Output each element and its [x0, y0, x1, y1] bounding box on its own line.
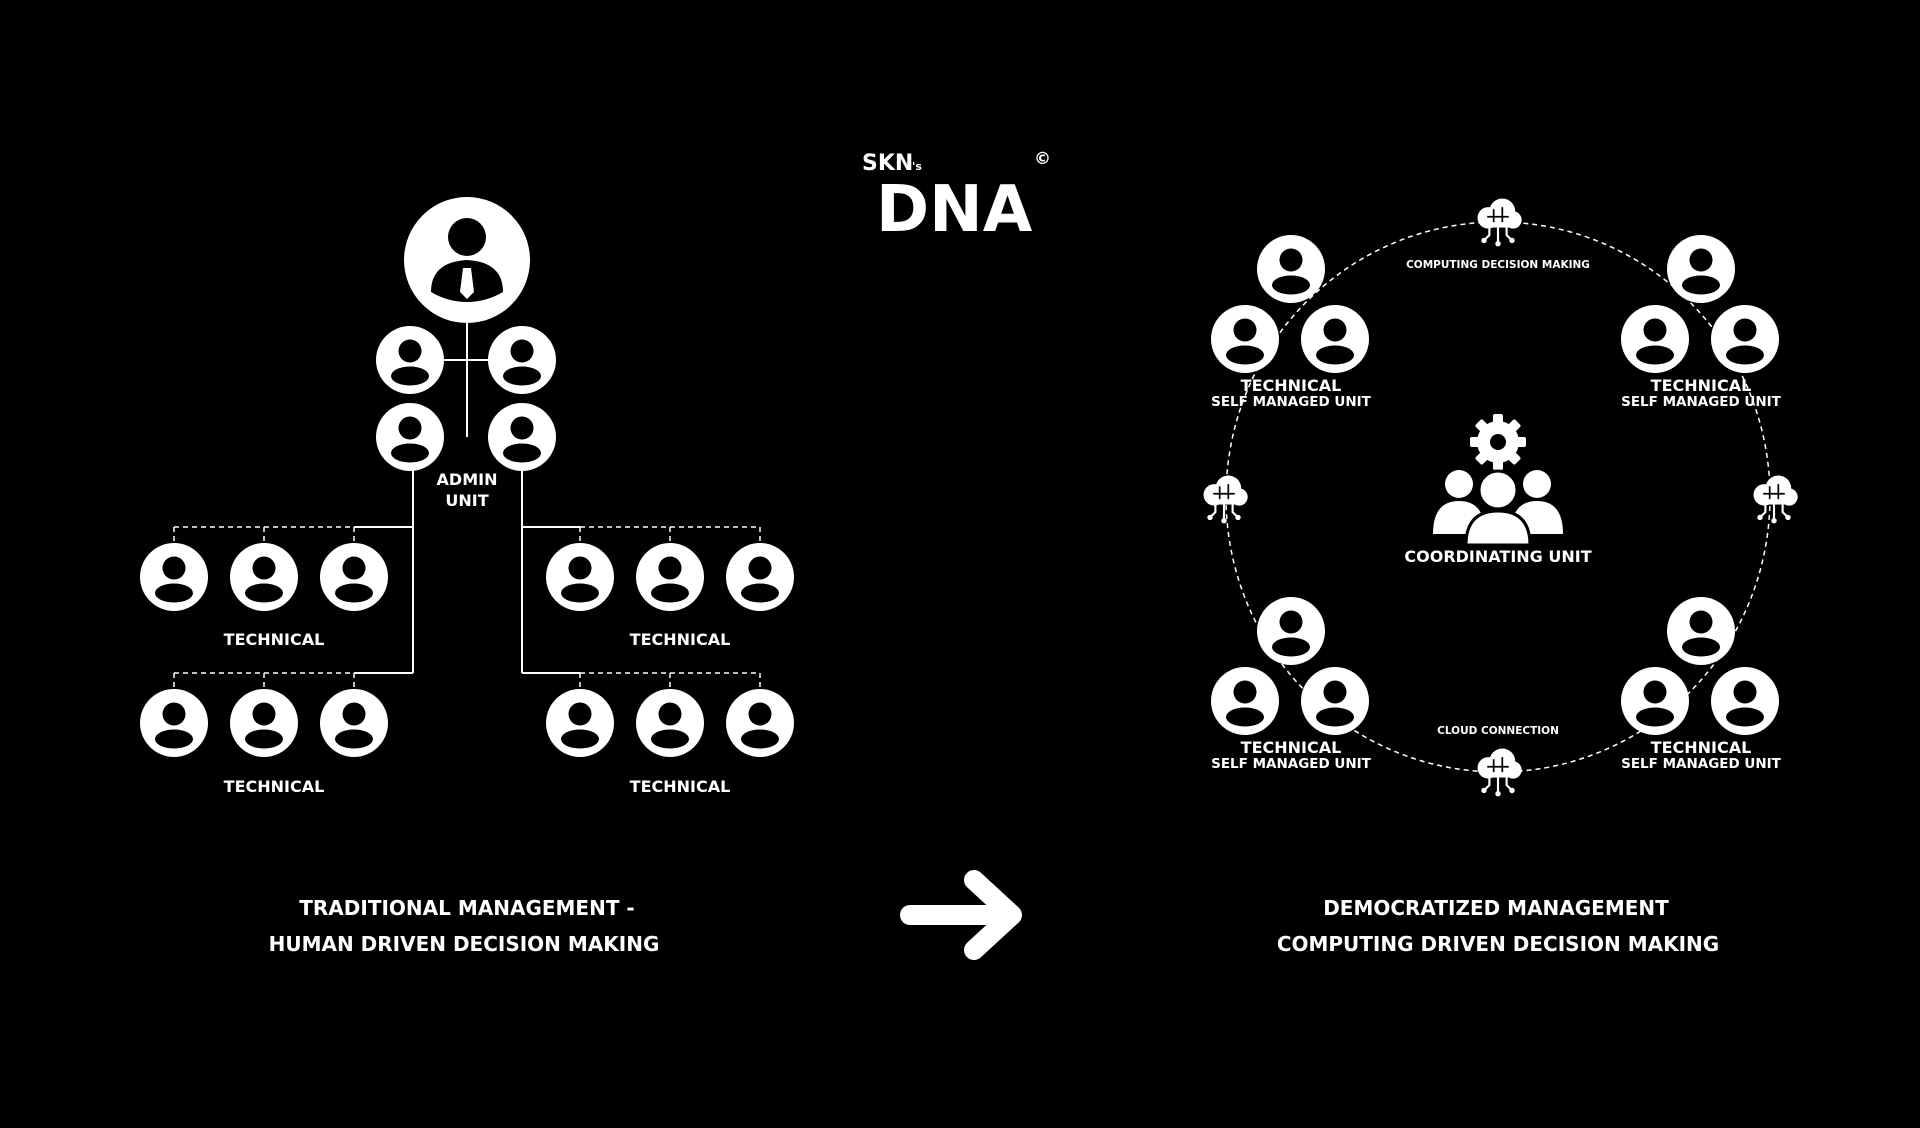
person-icon — [488, 403, 556, 471]
democratized-caption: DEMOCRATIZED MANAGEMENT — [1323, 896, 1669, 920]
logo: SKN 's DNA © — [862, 149, 1051, 247]
cloud-circuit-icon — [1476, 747, 1523, 798]
gear-icon — [1470, 414, 1526, 470]
self-managed-unit: TECHNICAL SELF MANAGED UNIT — [1621, 597, 1782, 772]
person-icon — [320, 543, 388, 611]
person-icon — [726, 543, 794, 611]
person-icon — [546, 543, 614, 611]
self-managed-unit: TECHNICAL SELF MANAGED UNIT — [1211, 235, 1372, 410]
self-managed-unit: TECHNICAL SELF MANAGED UNIT — [1211, 597, 1372, 772]
technical-label: TECHNICAL — [630, 777, 731, 796]
person-icon — [1621, 667, 1689, 735]
person-icon — [140, 543, 208, 611]
logo-possessive: 's — [912, 160, 922, 173]
person-icon — [636, 689, 704, 757]
technical-group: TECHNICAL — [546, 689, 794, 796]
coordinating-unit-label: COORDINATING UNIT — [1404, 547, 1591, 566]
leader-person-icon — [404, 197, 530, 323]
cloud-circuit-icon — [1202, 474, 1249, 525]
technical-group: TECHNICAL — [140, 689, 388, 796]
unit-label-title: TECHNICAL — [1241, 376, 1342, 395]
traditional-hierarchy: ADMIN UNIT TECHNICAL TECHNICAL TECHNICAL… — [140, 197, 794, 956]
unit-label-title: TECHNICAL — [1651, 376, 1752, 395]
logo-name: DNA — [876, 173, 1033, 247]
technical-label: TECHNICAL — [224, 777, 325, 796]
unit-label-subtitle: SELF MANAGED UNIT — [1211, 756, 1372, 772]
self-managed-unit: TECHNICAL SELF MANAGED UNIT — [1621, 235, 1782, 410]
person-icon — [320, 689, 388, 757]
person-icon — [230, 543, 298, 611]
person-icon — [376, 326, 444, 394]
person-icon — [488, 326, 556, 394]
hierarchy-dashed-connectors — [173, 526, 761, 688]
unit-label-subtitle: SELF MANAGED UNIT — [1621, 756, 1782, 772]
person-icon — [1711, 667, 1779, 735]
unit-label-title: TECHNICAL — [1651, 738, 1752, 757]
democratized-caption: COMPUTING DRIVEN DECISION MAKING — [1277, 932, 1719, 956]
person-icon — [376, 403, 444, 471]
technical-group: TECHNICAL — [546, 543, 794, 649]
person-icon — [1211, 667, 1279, 735]
technical-label: TECHNICAL — [224, 630, 325, 649]
person-icon — [726, 689, 794, 757]
cloud-circuit-icon — [1752, 474, 1799, 525]
traditional-caption: HUMAN DRIVEN DECISION MAKING — [269, 932, 660, 956]
copyright-symbol: © — [1034, 149, 1051, 169]
admin-unit-label: ADMIN — [437, 470, 498, 489]
person-icon — [1301, 667, 1369, 735]
person-icon — [1667, 235, 1735, 303]
admin-unit-label: UNIT — [445, 491, 488, 510]
person-icon — [1301, 305, 1369, 373]
person-icon — [1711, 305, 1779, 373]
unit-label-title: TECHNICAL — [1241, 738, 1342, 757]
person-icon — [1257, 235, 1325, 303]
person-icon — [546, 689, 614, 757]
cloud-circuit-icon — [1476, 197, 1523, 248]
democratized-network: COMPUTING DECISION MAKING CLOUD CONNECTI… — [1202, 197, 1799, 956]
person-icon — [1257, 597, 1325, 665]
person-icon — [140, 689, 208, 757]
logo-prefix: SKN — [862, 151, 913, 176]
person-icon — [230, 689, 298, 757]
unit-label-subtitle: SELF MANAGED UNIT — [1621, 394, 1782, 410]
technical-group: TECHNICAL — [140, 543, 388, 649]
person-icon — [1621, 305, 1689, 373]
group-icon — [1433, 469, 1563, 547]
person-icon — [636, 543, 704, 611]
arrow-right-icon — [900, 870, 1022, 960]
traditional-caption: TRADITIONAL MANAGEMENT - — [299, 896, 634, 920]
computing-decision-label: COMPUTING DECISION MAKING — [1406, 259, 1590, 271]
person-icon — [1667, 597, 1735, 665]
cloud-connection-label: CLOUD CONNECTION — [1437, 725, 1559, 737]
technical-label: TECHNICAL — [630, 630, 731, 649]
person-icon — [1211, 305, 1279, 373]
unit-label-subtitle: SELF MANAGED UNIT — [1211, 394, 1372, 410]
